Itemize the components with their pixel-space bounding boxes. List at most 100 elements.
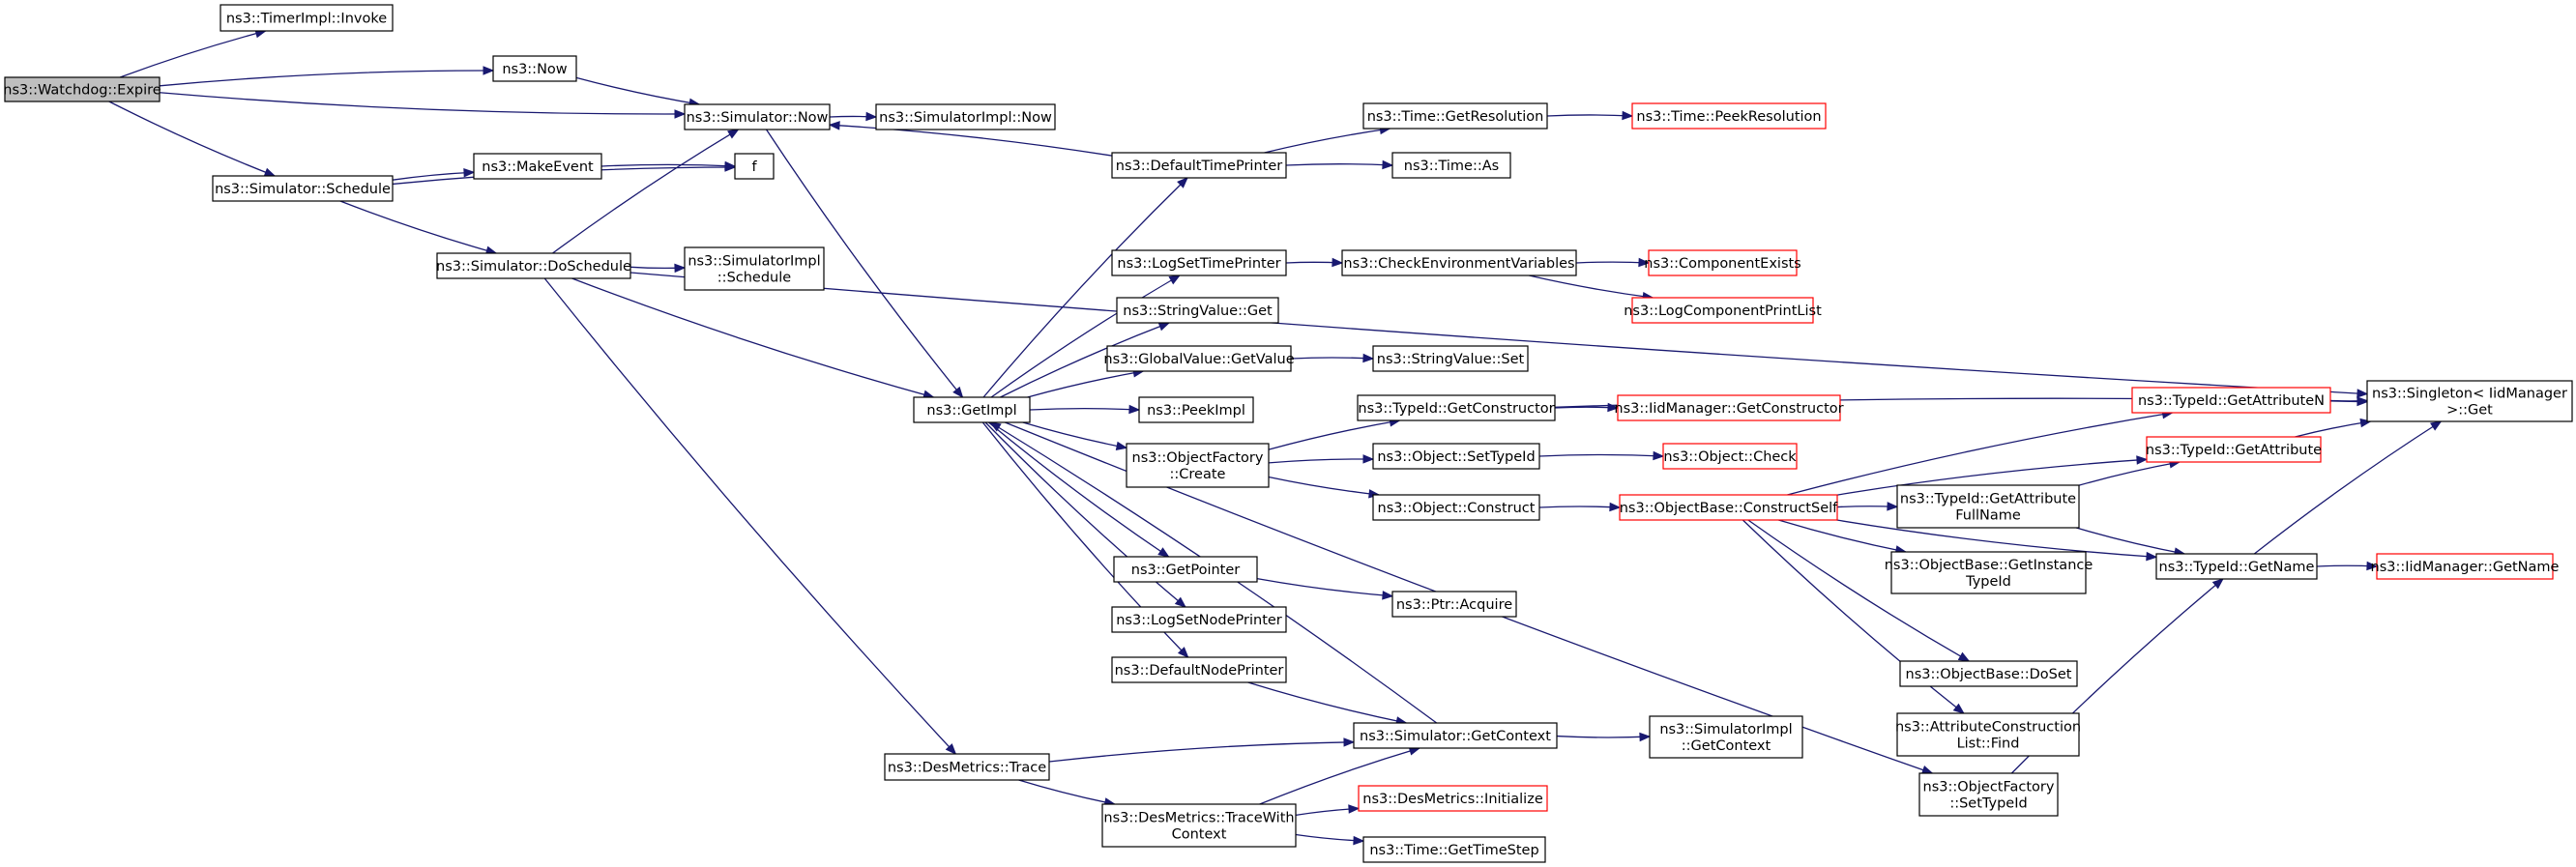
node-box[interactable] bbox=[1372, 494, 1540, 521]
node-box[interactable] bbox=[1101, 803, 1297, 848]
node-box[interactable] bbox=[1649, 715, 1803, 759]
node-box[interactable] bbox=[1662, 443, 1798, 470]
node-box[interactable] bbox=[1138, 396, 1254, 423]
node-timerinvoke[interactable]: ns3::TimerImpl::Invoke bbox=[220, 4, 394, 32]
node-box[interactable] bbox=[2366, 380, 2573, 422]
node-box[interactable] bbox=[1918, 772, 2059, 817]
node-now[interactable]: ns3::Now bbox=[492, 55, 577, 82]
node-timegettimestep[interactable]: ns3::Time::GetTimeStep bbox=[1362, 836, 1546, 863]
node-box[interactable] bbox=[1113, 556, 1258, 583]
node-box[interactable] bbox=[1353, 722, 1558, 749]
node-simimplgetcontext[interactable]: ns3::SimulatorImpl::GetContext bbox=[1649, 715, 1803, 759]
node-logsetnodeprinter[interactable]: ns3::LogSetNodePrinter bbox=[1111, 606, 1287, 633]
node-box[interactable] bbox=[1111, 656, 1287, 683]
node-box[interactable] bbox=[473, 153, 602, 180]
node-box[interactable] bbox=[1106, 345, 1292, 372]
node-box[interactable] bbox=[1362, 836, 1546, 863]
node-simgetcontext[interactable]: ns3::Simulator::GetContext bbox=[1353, 722, 1558, 749]
node-box[interactable] bbox=[884, 753, 1050, 781]
node-box[interactable] bbox=[1899, 660, 2078, 687]
node-objectcheck[interactable]: ns3::Object::Check bbox=[1662, 443, 1798, 470]
node-box[interactable] bbox=[4, 76, 161, 102]
node-simimplschedule[interactable]: ns3::SimulatorImpl::Schedule bbox=[684, 246, 825, 291]
node-desmetricstrace[interactable]: ns3::DesMetrics::Trace bbox=[884, 753, 1050, 781]
node-doschedule[interactable]: ns3::Simulator::DoSchedule bbox=[436, 252, 631, 279]
node-objectbasedoset[interactable]: ns3::ObjectBase::DoSet bbox=[1899, 660, 2078, 687]
node-stringvalueset[interactable]: ns3::StringValue::Set bbox=[1372, 345, 1529, 372]
node-box[interactable] bbox=[1358, 785, 1548, 812]
node-makeevent[interactable]: ns3::MakeEvent bbox=[473, 153, 602, 180]
node-typeidgetname[interactable]: ns3::TypeId::GetName bbox=[2155, 553, 2318, 580]
node-box[interactable] bbox=[2155, 553, 2318, 580]
node-objectfactorycreate[interactable]: ns3::ObjectFactory::Create bbox=[1126, 443, 1270, 488]
node-objectfactorysettypeid[interactable]: ns3::ObjectFactory::SetTypeId bbox=[1918, 772, 2059, 817]
node-box[interactable] bbox=[734, 153, 775, 180]
node-box[interactable] bbox=[1111, 249, 1287, 276]
node-box[interactable] bbox=[2131, 387, 2331, 414]
node-box[interactable] bbox=[1648, 249, 1798, 276]
node-globalvaluegetvalue[interactable]: ns3::GlobalValue::GetValue bbox=[1103, 345, 1295, 372]
node-logcompprintlist[interactable]: ns3::LogComponentPrintList bbox=[1624, 297, 1822, 324]
node-box[interactable] bbox=[1896, 712, 2080, 757]
node-box[interactable] bbox=[1372, 443, 1540, 470]
node-box[interactable] bbox=[1617, 394, 1841, 421]
node-box[interactable] bbox=[1357, 394, 1556, 421]
node-defaulttimeprinter[interactable]: ns3::DefaultTimePrinter bbox=[1111, 152, 1287, 179]
node-defaultnodeprinter[interactable]: ns3::DefaultNodePrinter bbox=[1111, 656, 1287, 683]
node-objectconstruct[interactable]: ns3::Object::Construct bbox=[1372, 494, 1540, 521]
node-timegetres[interactable]: ns3::Time::GetResolution bbox=[1362, 102, 1548, 130]
node-box[interactable] bbox=[684, 246, 825, 291]
node-typeidgetconstructor[interactable]: ns3::TypeId::GetConstructor bbox=[1357, 394, 1556, 421]
node-box[interactable] bbox=[1890, 551, 2087, 594]
node-timepeekres[interactable]: ns3::Time::PeekResolution bbox=[1631, 102, 1827, 130]
node-singletonget[interactable]: ns3::Singleton< IidManager>::Get bbox=[2366, 380, 2573, 422]
node-schedule[interactable]: ns3::Simulator::Schedule bbox=[212, 175, 394, 202]
node-box[interactable] bbox=[1372, 345, 1529, 372]
node-box[interactable] bbox=[1631, 102, 1827, 130]
node-box[interactable] bbox=[1631, 297, 1814, 324]
node-expire[interactable]: ns3::Watchdog::Expire bbox=[3, 76, 161, 102]
node-timeas[interactable]: ns3::Time::As bbox=[1391, 152, 1511, 179]
node-box[interactable] bbox=[492, 55, 577, 82]
node-box[interactable] bbox=[875, 103, 1056, 130]
node-box[interactable] bbox=[913, 396, 1031, 423]
node-typeidgetattribute[interactable]: ns3::TypeId::GetAttribute bbox=[2146, 436, 2322, 463]
node-box[interactable] bbox=[1362, 102, 1548, 130]
node-box[interactable] bbox=[1896, 484, 2080, 529]
node-box[interactable] bbox=[2146, 436, 2322, 463]
node-simnow[interactable]: ns3::Simulator::Now bbox=[684, 103, 831, 130]
node-getimpl[interactable]: ns3::GetImpl bbox=[913, 396, 1031, 423]
node-box[interactable] bbox=[684, 103, 831, 130]
node-box[interactable] bbox=[212, 175, 394, 202]
node-peekimpl[interactable]: ns3::PeekImpl bbox=[1138, 396, 1254, 423]
node-typeidgetattributen[interactable]: ns3::TypeId::GetAttributeN bbox=[2131, 387, 2331, 414]
node-desmetricsinit[interactable]: ns3::DesMetrics::Initialize bbox=[1358, 785, 1548, 812]
node-box[interactable] bbox=[1391, 152, 1511, 179]
node-logsettimeprinter[interactable]: ns3::LogSetTimePrinter bbox=[1111, 249, 1287, 276]
node-objectsettypeid[interactable]: ns3::Object::SetTypeId bbox=[1372, 443, 1540, 470]
node-box[interactable] bbox=[1111, 606, 1287, 633]
node-getpointer[interactable]: ns3::GetPointer bbox=[1113, 556, 1258, 583]
node-box[interactable] bbox=[1619, 494, 1838, 521]
node-iidmanagergetconstructor[interactable]: ns3::IidManager::GetConstructor bbox=[1614, 394, 1844, 421]
node-iidmanagergetname[interactable]: ns3::IidManager::GetName bbox=[2371, 553, 2560, 580]
node-componentexists[interactable]: ns3::ComponentExists bbox=[1644, 249, 1801, 276]
node-ptracquire[interactable]: ns3::Ptr::Acquire bbox=[1391, 591, 1517, 618]
node-box[interactable] bbox=[1391, 591, 1517, 618]
node-box[interactable] bbox=[1116, 297, 1279, 324]
node-checkenv[interactable]: ns3::CheckEnvironmentVariables bbox=[1341, 249, 1577, 276]
node-box[interactable] bbox=[1126, 443, 1270, 488]
node-simimplnow[interactable]: ns3::SimulatorImpl::Now bbox=[875, 103, 1056, 130]
node-box[interactable] bbox=[220, 4, 394, 32]
node-box[interactable] bbox=[2376, 553, 2554, 580]
node-stringvalueget[interactable]: ns3::StringValue::Get bbox=[1116, 297, 1279, 324]
node-constructself[interactable]: ns3::ObjectBase::ConstructSelf bbox=[1619, 494, 1838, 521]
node-box[interactable] bbox=[436, 252, 631, 279]
node-f[interactable]: f bbox=[734, 153, 775, 180]
node-box[interactable] bbox=[1341, 249, 1577, 276]
node-box[interactable] bbox=[1111, 152, 1287, 179]
